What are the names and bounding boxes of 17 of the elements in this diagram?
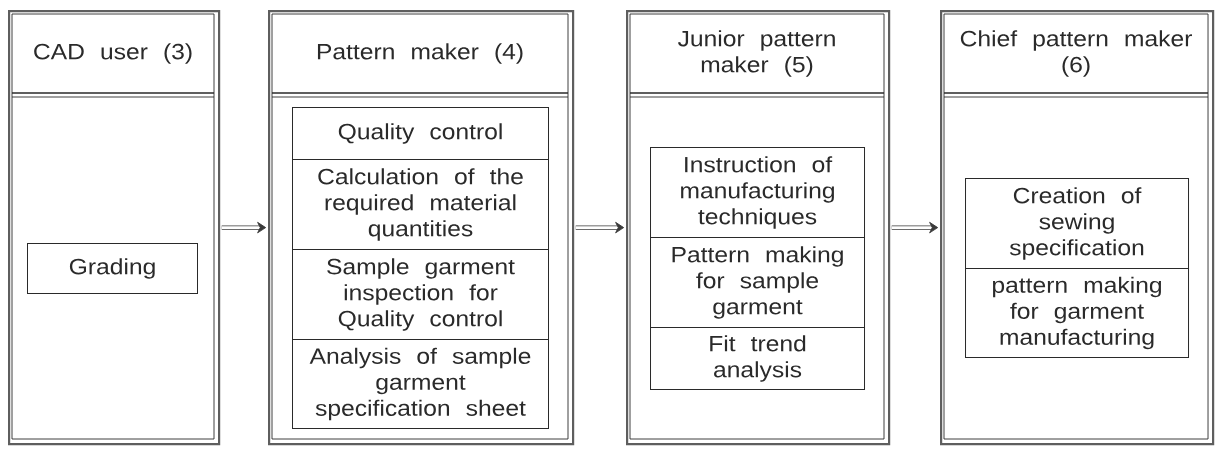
- column-header: Chief pattern maker (6): [943, 30, 1209, 98]
- arrow: [221, 221, 267, 234]
- column-header: CAD user (3): [11, 43, 215, 98]
- task-box: Fit trend analysis: [650, 327, 865, 390]
- task-box: Instruction of manufacturing techniques: [650, 147, 865, 238]
- arrow: [575, 221, 625, 234]
- task-box: Grading: [27, 243, 198, 294]
- task-box: Pattern making for sample garment: [650, 237, 865, 328]
- task-box: Sample garment inspection for Quality control: [292, 249, 549, 340]
- task-box: pattern making for garment manufacturing: [965, 268, 1189, 358]
- task-box: Quality control: [292, 107, 549, 160]
- task-box: Calculation of the required material quantities: [292, 159, 549, 250]
- column-header: Junior pattern maker (5): [629, 30, 885, 98]
- column-header: Pattern maker (4): [271, 43, 569, 98]
- task-box: Analysis of sample garment specification sheet: [292, 339, 549, 429]
- task-box: Creation of sewing specification: [965, 178, 1189, 269]
- arrow: [891, 221, 939, 234]
